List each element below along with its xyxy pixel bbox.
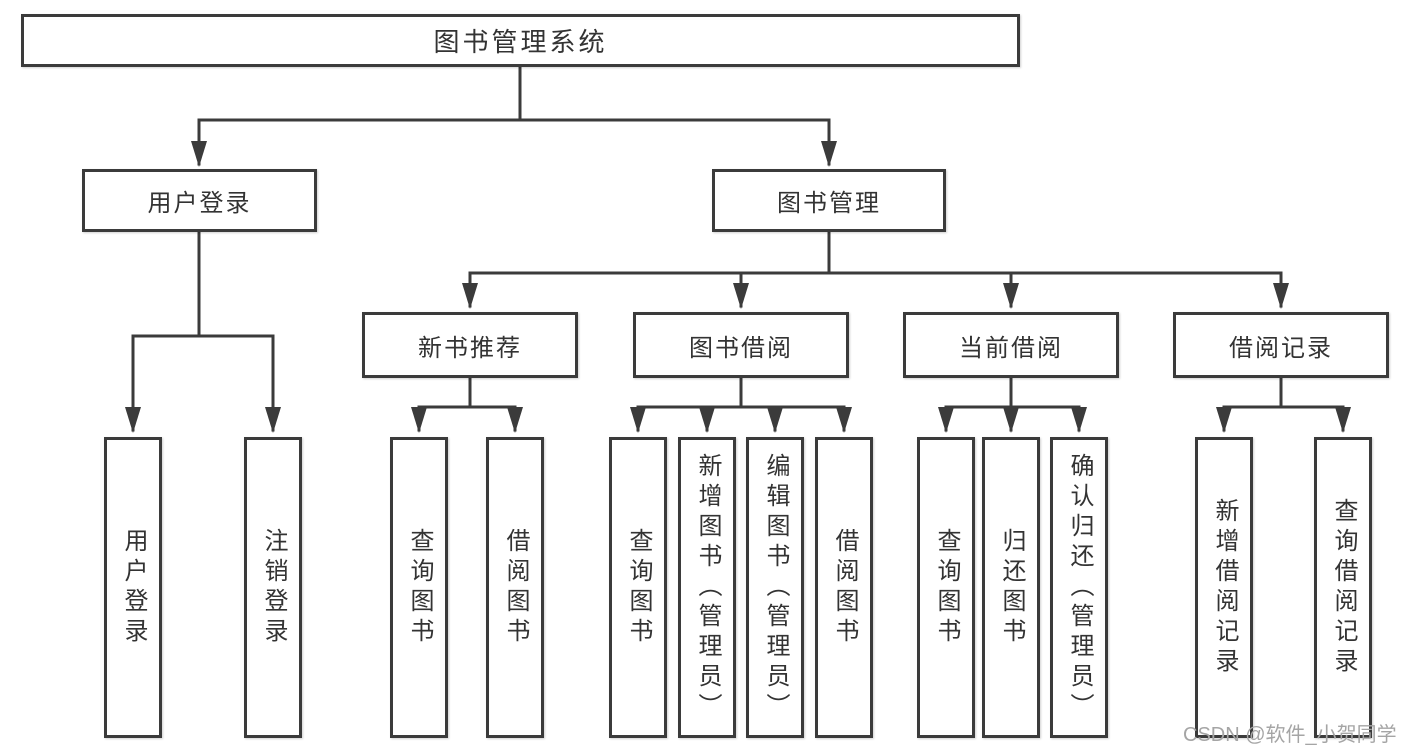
node-borrowing-records: 借阅记录 [1173,312,1389,378]
leaf-label: 新增图书（管理员） [694,452,721,723]
leaf-search-books-recommend: 查询图书 [390,437,448,738]
csdn-watermark: CSDN @软件_小贺同学 [1183,724,1397,746]
leaf-label: 借阅图书 [502,527,529,648]
leaf-user-login: 用户登录 [104,437,162,738]
leaf-label: 查询图书 [933,527,960,648]
node-current-borrowing: 当前借阅 [903,312,1119,378]
node-user-login: 用户登录 [82,169,317,232]
leaf-label: 注销登录 [260,527,287,648]
leaf-search-borrow-record: 查询借阅记录 [1314,437,1372,738]
node-book-management: 图书管理 [712,169,946,232]
node-book-borrowing: 图书借阅 [633,312,849,378]
leaf-label: 查询借阅记录 [1330,497,1357,678]
leaf-label: 确认归还（管理员） [1066,452,1093,723]
leaf-edit-book-admin: 编辑图书（管理员） [746,437,804,738]
leaf-label: 新增借阅记录 [1211,497,1238,678]
leaf-confirm-return-admin: 确认归还（管理员） [1050,437,1108,738]
leaf-search-books-current: 查询图书 [917,437,975,738]
leaf-add-borrow-record: 新增借阅记录 [1195,437,1253,738]
leaf-label: 查询图书 [625,527,652,648]
leaf-return-books: 归还图书 [982,437,1040,738]
leaf-label: 查询图书 [406,527,433,648]
leaf-add-book-admin: 新增图书（管理员） [678,437,736,738]
leaf-search-books-borrowing: 查询图书 [609,437,667,738]
node-new-book-recommendation: 新书推荐 [362,312,578,378]
leaf-label: 编辑图书（管理员） [762,452,789,723]
leaf-borrow-books: 借阅图书 [815,437,873,738]
leaf-label: 借阅图书 [831,527,858,648]
leaf-label: 归还图书 [998,527,1025,648]
node-library-management-system: 图书管理系统 [21,14,1020,67]
leaf-logout: 注销登录 [244,437,302,738]
leaf-label: 用户登录 [120,527,147,648]
leaf-borrow-books-recommend: 借阅图书 [486,437,544,738]
connectors [125,65,1351,433]
